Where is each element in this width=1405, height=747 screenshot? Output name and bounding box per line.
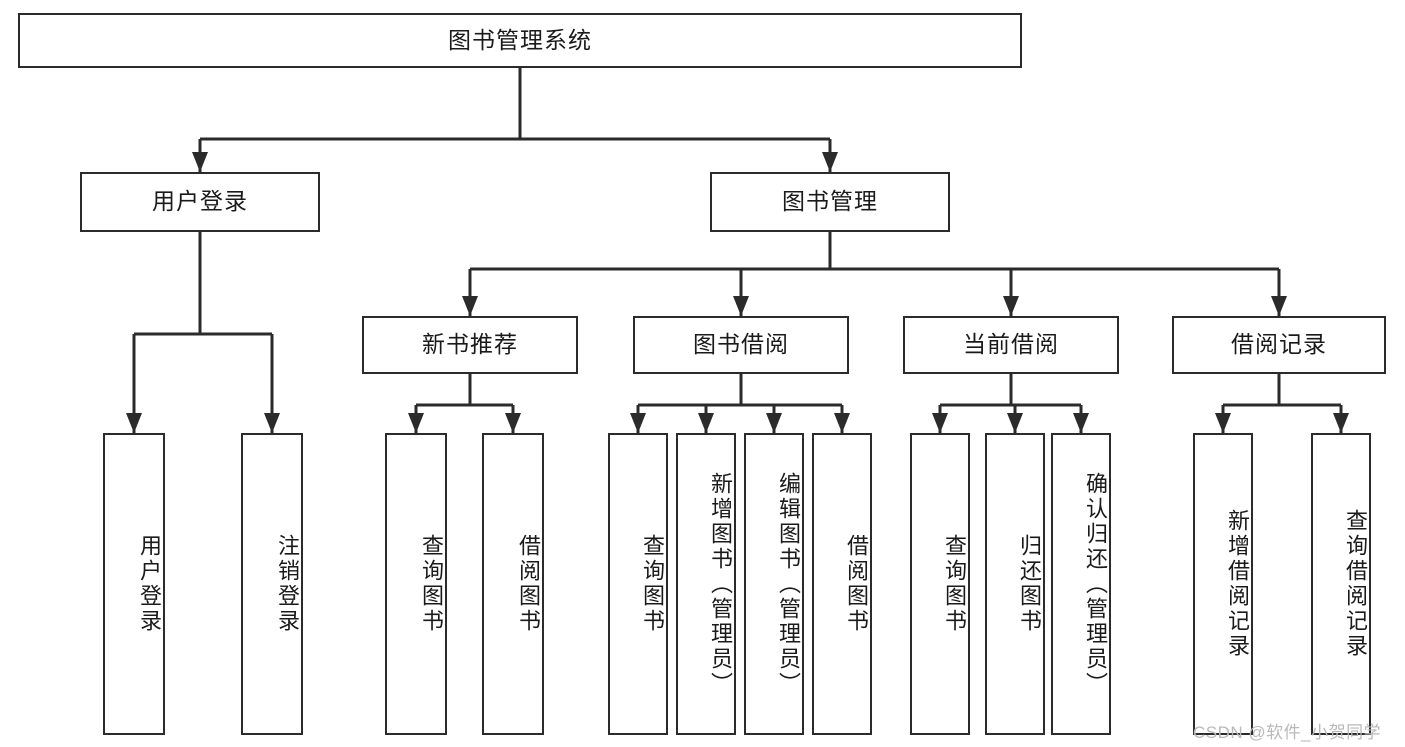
node-l3-new-book-rec[interactable]: 新书推荐 xyxy=(362,316,578,374)
arrow-root-0 xyxy=(192,152,208,172)
node-label: 确认归还（管理员） xyxy=(1083,471,1108,697)
node-label: 查询图书 xyxy=(640,534,665,634)
node-l3-book-borrow[interactable]: 图书借阅 xyxy=(633,316,849,374)
node-label: 当前借阅 xyxy=(963,331,1059,358)
node-leaf-edit-book[interactable]: 编辑图书（管理员） xyxy=(744,433,804,735)
arrow-l3-current-borrow-1 xyxy=(1007,413,1023,433)
arrow-l3-book-borrow-2 xyxy=(766,413,782,433)
node-label: 用户登录 xyxy=(137,534,162,634)
node-label: 归还图书 xyxy=(1017,534,1042,634)
node-leaf-query-book-3[interactable]: 查询图书 xyxy=(910,433,970,735)
node-label: 查询借阅记录 xyxy=(1343,509,1368,659)
node-l3-current-borrow[interactable]: 当前借阅 xyxy=(903,316,1119,374)
arrow-l3-book-borrow-0 xyxy=(630,413,646,433)
node-label: 注销登录 xyxy=(275,534,300,634)
node-label: 图书管理系统 xyxy=(448,26,592,53)
arrow-l3-book-borrow-3 xyxy=(834,413,850,433)
arrow-l2-user-login-1 xyxy=(264,413,280,433)
node-leaf-return-book[interactable]: 归还图书 xyxy=(985,433,1045,735)
node-l3-borrow-record[interactable]: 借阅记录 xyxy=(1172,316,1386,374)
node-l2-book-manage[interactable]: 图书管理 xyxy=(710,172,950,232)
node-label: 查询图书 xyxy=(942,534,967,634)
arrow-l2-user-login-0 xyxy=(126,413,142,433)
node-leaf-borrow-book-2[interactable]: 借阅图书 xyxy=(812,433,872,735)
node-leaf-query-book-2[interactable]: 查询图书 xyxy=(608,433,668,735)
arrow-l3-current-borrow-0 xyxy=(932,413,948,433)
node-leaf-query-book-1[interactable]: 查询图书 xyxy=(385,433,447,735)
arrow-l2-book-manage-0 xyxy=(462,296,478,316)
node-label: 图书管理 xyxy=(782,188,878,215)
node-label: 用户登录 xyxy=(152,188,248,215)
arrow-l3-new-book-rec-1 xyxy=(505,413,521,433)
node-label: 编辑图书（管理员） xyxy=(776,471,801,697)
node-leaf-confirm-return[interactable]: 确认归还（管理员） xyxy=(1051,433,1111,735)
arrow-l2-book-manage-1 xyxy=(733,296,749,316)
node-leaf-user-login[interactable]: 用户登录 xyxy=(103,433,165,735)
arrow-l3-current-borrow-2 xyxy=(1073,413,1089,433)
node-leaf-add-book[interactable]: 新增图书（管理员） xyxy=(676,433,736,735)
arrow-root-1 xyxy=(822,152,838,172)
node-l2-user-login[interactable]: 用户登录 xyxy=(80,172,320,232)
node-leaf-add-record[interactable]: 新增借阅记录 xyxy=(1193,433,1253,735)
node-root[interactable]: 图书管理系统 xyxy=(18,13,1022,68)
node-label: 新增图书（管理员） xyxy=(708,471,733,697)
node-label: 借阅图书 xyxy=(516,534,541,634)
watermark: CSDN @软件_小贺同学 xyxy=(1193,723,1382,742)
node-label: 查询图书 xyxy=(419,534,444,634)
node-leaf-query-record[interactable]: 查询借阅记录 xyxy=(1311,433,1371,735)
node-leaf-logout[interactable]: 注销登录 xyxy=(241,433,303,735)
node-label: 借阅图书 xyxy=(844,534,869,634)
arrow-l3-borrow-record-1 xyxy=(1333,413,1349,433)
node-leaf-borrow-book-1[interactable]: 借阅图书 xyxy=(482,433,544,735)
node-label: 借阅记录 xyxy=(1231,331,1327,358)
arrow-l3-new-book-rec-0 xyxy=(408,413,424,433)
node-label: 新增借阅记录 xyxy=(1225,509,1250,659)
arrow-l3-borrow-record-0 xyxy=(1215,413,1231,433)
arrow-l3-book-borrow-1 xyxy=(698,413,714,433)
arrow-l2-book-manage-3 xyxy=(1271,296,1287,316)
arrow-l2-book-manage-2 xyxy=(1003,296,1019,316)
node-label: 图书借阅 xyxy=(693,331,789,358)
node-label: 新书推荐 xyxy=(422,331,518,358)
